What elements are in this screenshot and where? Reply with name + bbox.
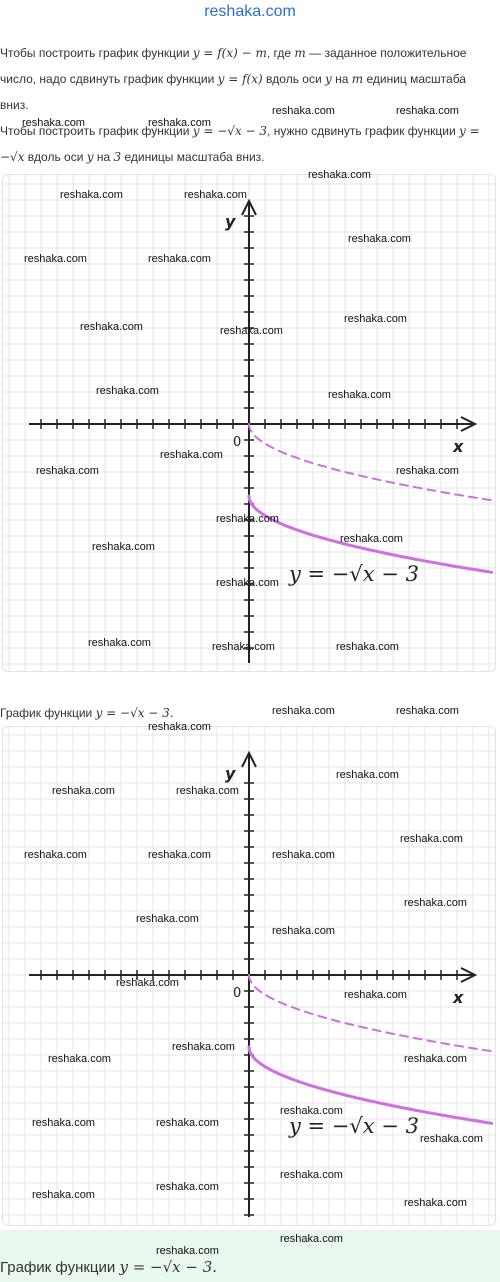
watermark-text: reshaka.com <box>156 1117 219 1129</box>
paragraph-shift-rule: Чтобы построить график функции y = f(x) … <box>0 46 467 112</box>
watermark-text: reshaka.com <box>400 833 463 845</box>
formula: 3 <box>113 150 122 164</box>
watermark-text: reshaka.com <box>396 465 459 477</box>
watermark-text: reshaka.com <box>156 1181 219 1193</box>
watermark-text: reshaka.com <box>24 849 87 861</box>
watermark-text: reshaka.com <box>272 849 335 861</box>
watermark-text: reshaka.com <box>148 253 211 265</box>
watermark-text: reshaka.com <box>280 1169 343 1181</box>
watermark-text: reshaka.com <box>48 1053 111 1065</box>
watermark-text: reshaka.com <box>404 1197 467 1209</box>
y-axis-label: y <box>225 764 236 783</box>
watermark-text: reshaka.com <box>80 321 143 333</box>
watermark-text: reshaka.com <box>96 385 159 397</box>
watermark-text: reshaka.com <box>348 233 411 245</box>
watermark-text: reshaka.com <box>272 705 335 717</box>
explanation-text: Чтобы построить график функции y = f(x) … <box>0 40 494 170</box>
watermark-text: reshaka.com <box>280 1233 343 1245</box>
watermark-text: reshaka.com <box>32 1117 95 1129</box>
y-axis-label: y <box>225 212 236 231</box>
watermark-text: reshaka.com <box>220 325 283 337</box>
watermark-text: reshaka.com <box>136 913 199 925</box>
graph-card-1: x y 0 y = −√x − 3 <box>2 174 496 672</box>
watermark-text: reshaka.com <box>160 449 223 461</box>
watermark-text: reshaka.com <box>272 105 335 117</box>
watermark-text: reshaka.com <box>420 1133 483 1145</box>
watermark-text: reshaka.com <box>336 769 399 781</box>
watermark-text: reshaka.com <box>340 533 403 545</box>
watermark-text: reshaka.com <box>32 1189 95 1201</box>
watermark-text: reshaka.com <box>92 541 155 553</box>
watermark-text: reshaka.com <box>116 977 179 989</box>
formula: y = −√x − 3 <box>192 124 268 138</box>
watermark-text: reshaka.com <box>280 1105 343 1117</box>
site-title[interactable]: reshaka.com <box>204 3 296 20</box>
x-axis-arrow <box>460 416 478 432</box>
watermark-text: reshaka.com <box>396 705 459 717</box>
watermark-text: reshaka.com <box>148 721 211 733</box>
x-axis-label: x <box>452 988 464 1007</box>
watermark-text: reshaka.com <box>404 897 467 909</box>
watermark-text: reshaka.com <box>328 389 391 401</box>
paragraph-specific-shift: Чтобы построить график функции y = −√x −… <box>0 124 480 164</box>
formula: m <box>351 72 364 86</box>
watermark-text: reshaka.com <box>212 641 275 653</box>
function-graph-2: x y 0 y = −√x − 3 <box>3 727 495 1225</box>
axis-ticks <box>40 782 458 1216</box>
watermark-text: reshaka.com <box>22 117 85 129</box>
watermark-text: reshaka.com <box>216 577 279 589</box>
x-axis-label: x <box>452 437 464 456</box>
watermark-text: reshaka.com <box>272 925 335 937</box>
origin-label: 0 <box>233 435 241 450</box>
watermark-text: reshaka.com <box>308 169 371 181</box>
watermark-text: reshaka.com <box>344 313 407 325</box>
watermark-text: reshaka.com <box>148 117 211 129</box>
graph-card-2: x y 0 y = −√x − 3 <box>2 726 496 1226</box>
formula: m <box>294 46 306 60</box>
curve-base-dashed <box>248 423 493 502</box>
watermark-text: reshaka.com <box>60 189 123 201</box>
watermark-text: reshaka.com <box>24 253 87 265</box>
y-axis-arrow <box>241 198 257 216</box>
formula-label: y = −√x − 3 <box>288 562 419 586</box>
function-graph-1: x y 0 y = −√x − 3 <box>3 175 495 671</box>
curve-base-dashed <box>248 974 493 1053</box>
watermark-text: reshaka.com <box>148 849 211 861</box>
formula: y = f(x) <box>217 72 263 86</box>
watermark-text: reshaka.com <box>184 189 247 201</box>
watermark-text: reshaka.com <box>344 989 407 1001</box>
curve-shifted <box>247 494 494 574</box>
watermark-text: reshaka.com <box>216 513 279 525</box>
origin-label: 0 <box>233 986 241 1001</box>
watermark-text: reshaka.com <box>52 785 115 797</box>
watermark-text: reshaka.com <box>404 1053 467 1065</box>
x-axis-arrow <box>460 967 478 983</box>
graph-caption-2: График функции y = −√x − 3. <box>0 1258 218 1276</box>
y-axis-arrow <box>241 750 257 768</box>
formula: y = −√x <box>0 124 480 164</box>
answer-caption-bar: График функции y = −√x − 3. <box>0 1230 500 1282</box>
watermark-text: reshaka.com <box>156 1245 219 1257</box>
curve-shifted <box>247 1045 494 1125</box>
watermark-text: reshaka.com <box>336 641 399 653</box>
watermark-text: reshaka.com <box>88 637 151 649</box>
watermark-text: reshaka.com <box>172 1041 235 1053</box>
watermark-text: reshaka.com <box>36 465 99 477</box>
formula-label: y = −√x − 3 <box>288 1114 419 1138</box>
formula: y = f(x) − m <box>192 46 267 60</box>
formula: y <box>86 150 94 164</box>
watermark-text: reshaka.com <box>396 105 459 117</box>
graph-caption-1: График функции y = −√x − 3. <box>0 706 174 720</box>
formula: y <box>325 72 332 86</box>
watermark-text: reshaka.com <box>176 785 239 797</box>
